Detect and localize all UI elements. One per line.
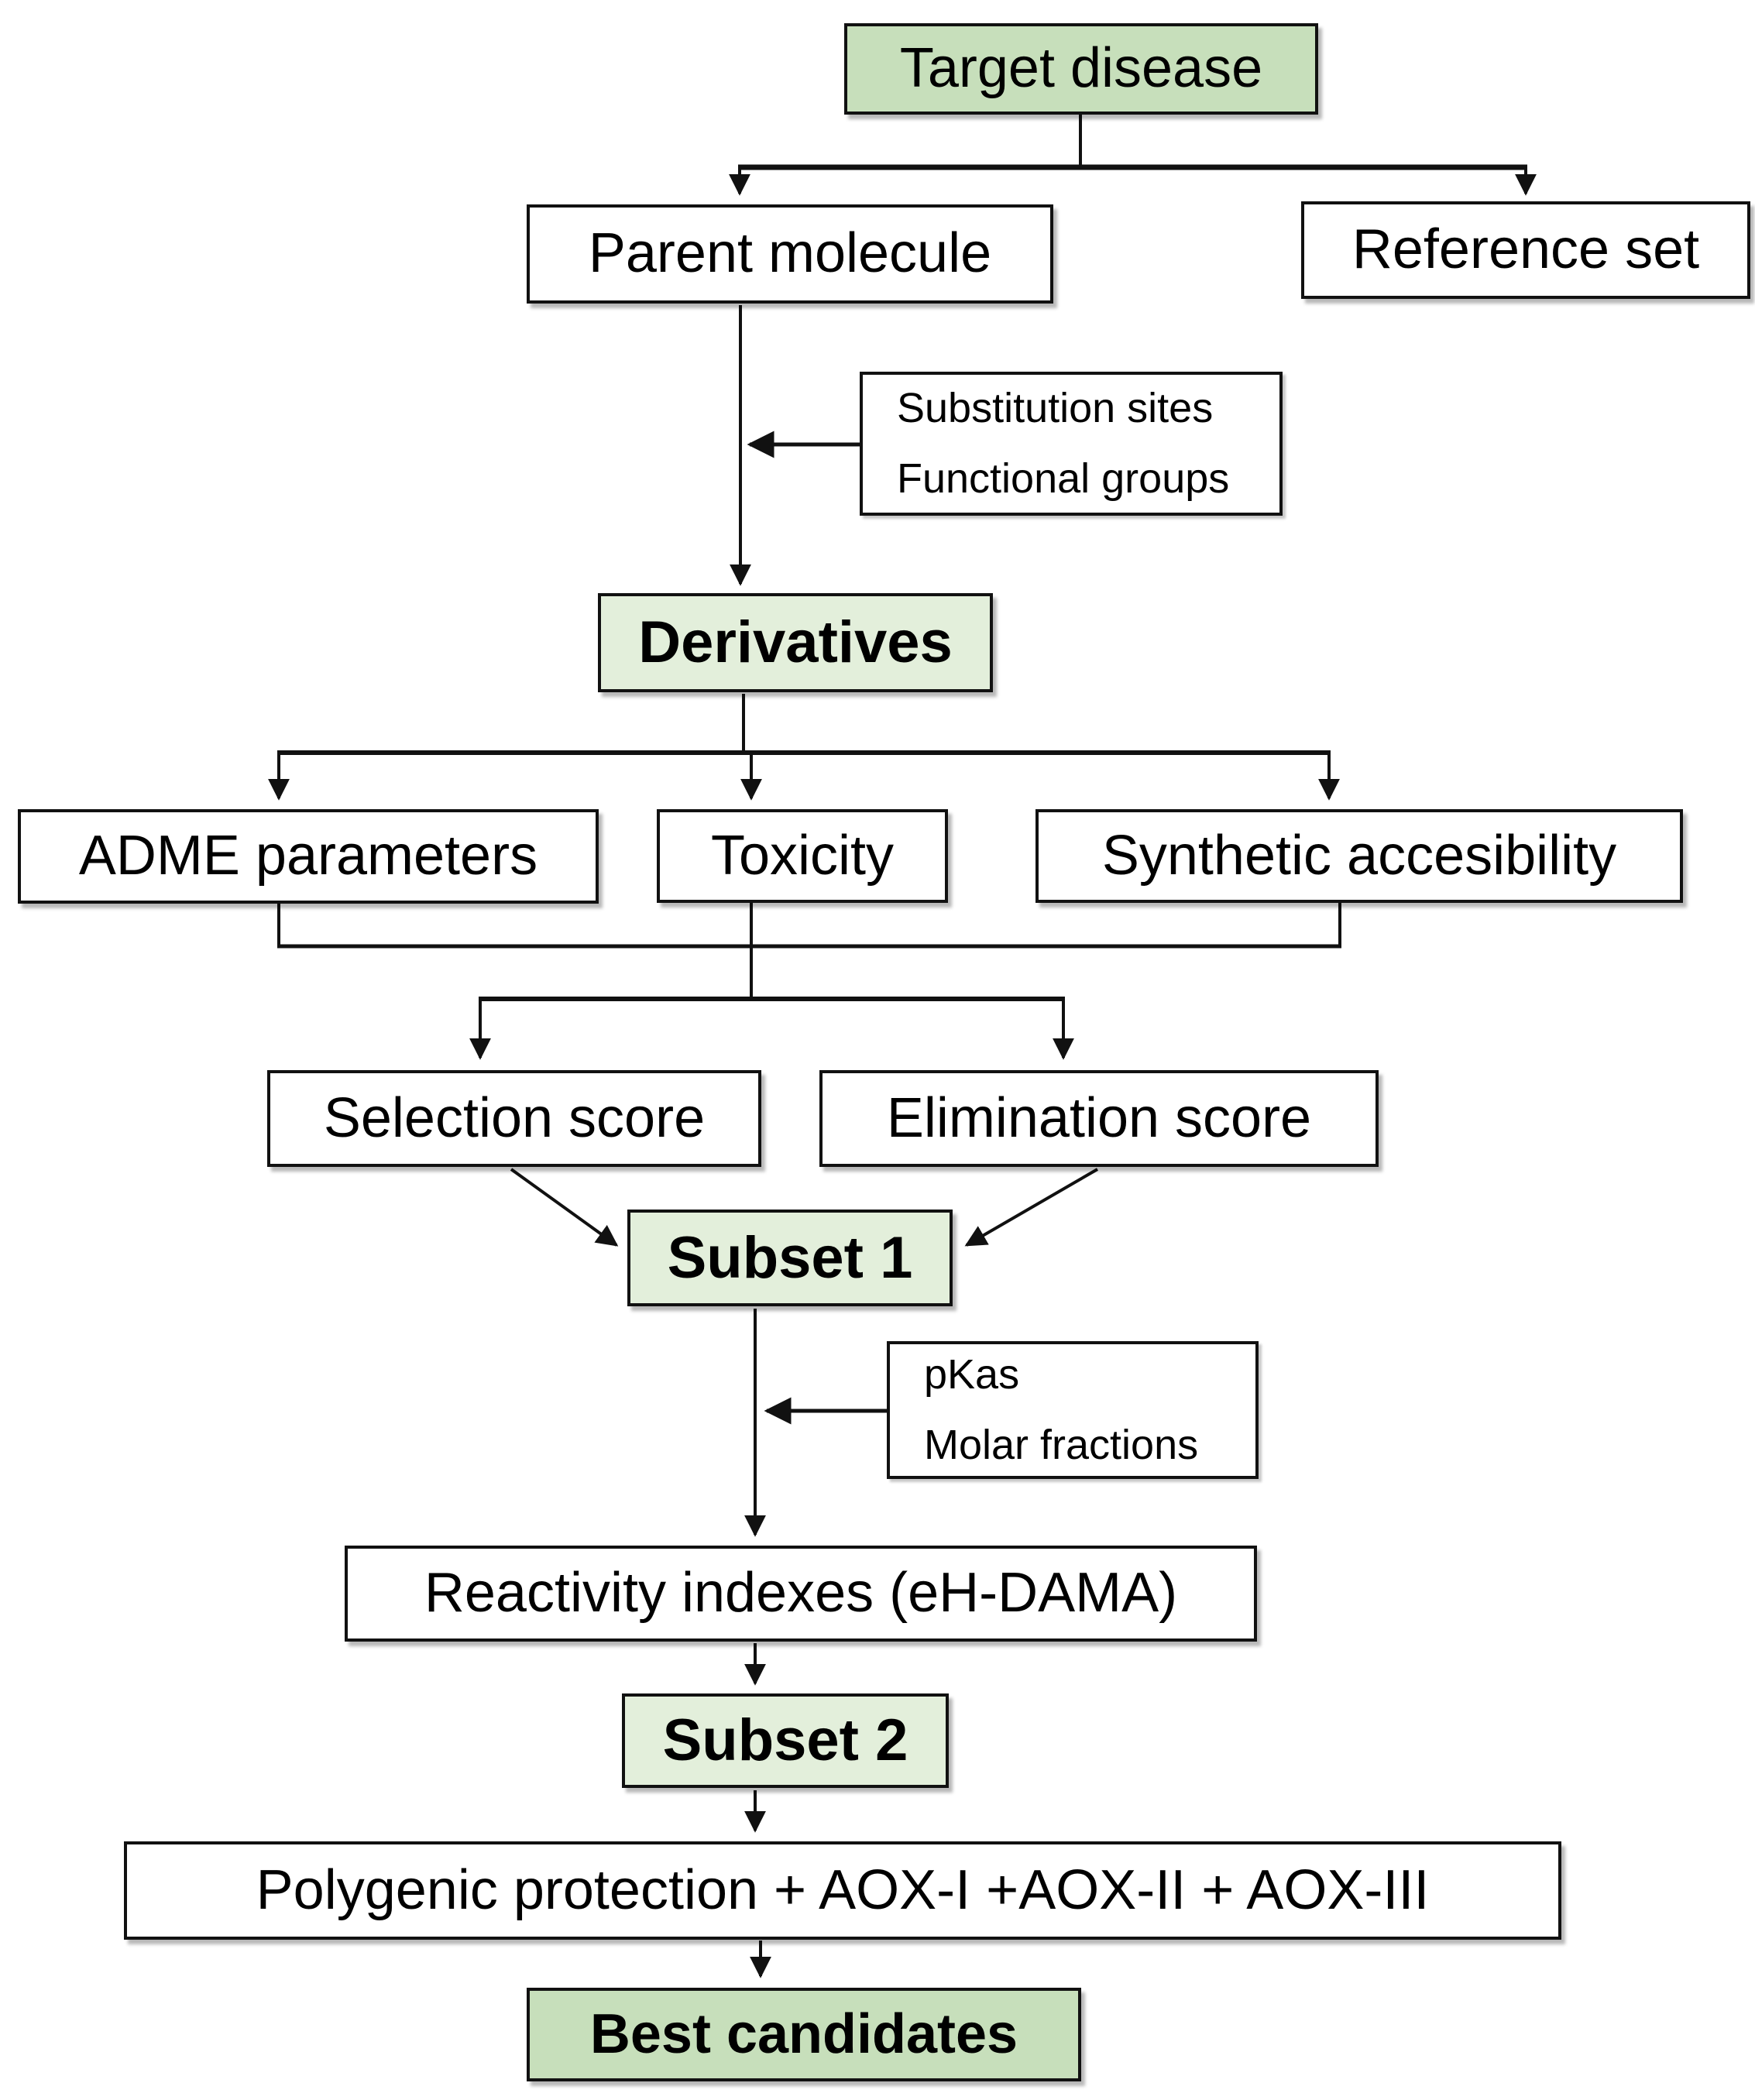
node-substitution-note: Substitution sites Functional groups xyxy=(860,372,1283,516)
node-best-candidates: Best candidates xyxy=(527,1988,1081,2081)
node-reference-set: Reference set xyxy=(1301,201,1750,299)
node-elimination-score: Elimination score xyxy=(819,1070,1379,1167)
node-target-disease: Target disease xyxy=(844,23,1318,115)
node-parent-molecule: Parent molecule xyxy=(527,204,1053,304)
functional-groups-label: Functional groups xyxy=(897,455,1230,502)
node-derivatives: Derivatives xyxy=(598,593,993,692)
pkas-label: pKas xyxy=(924,1351,1020,1398)
node-subset-1: Subset 1 xyxy=(627,1210,953,1306)
node-toxicity: Toxicity xyxy=(657,809,948,903)
node-adme-parameters: ADME parameters xyxy=(18,809,599,904)
edge-elimination-subset1 xyxy=(964,1168,1099,1247)
node-selection-score: Selection score xyxy=(267,1070,761,1167)
node-subset-2: Subset 2 xyxy=(622,1693,949,1788)
molar-fractions-label: Molar fractions xyxy=(924,1422,1199,1468)
node-pkas-note: pKas Molar fractions xyxy=(887,1341,1259,1479)
substitution-sites-label: Substitution sites xyxy=(897,385,1214,432)
node-polygenic-protection: Polygenic protection + AOX-I +AOX-II + A… xyxy=(124,1841,1561,1940)
edge-selection-subset1 xyxy=(510,1168,619,1247)
node-synthetic-accessibility: Synthetic accesibility xyxy=(1035,809,1683,903)
node-reactivity-indexes: Reactivity indexes (eH-DAMA) xyxy=(345,1546,1257,1642)
